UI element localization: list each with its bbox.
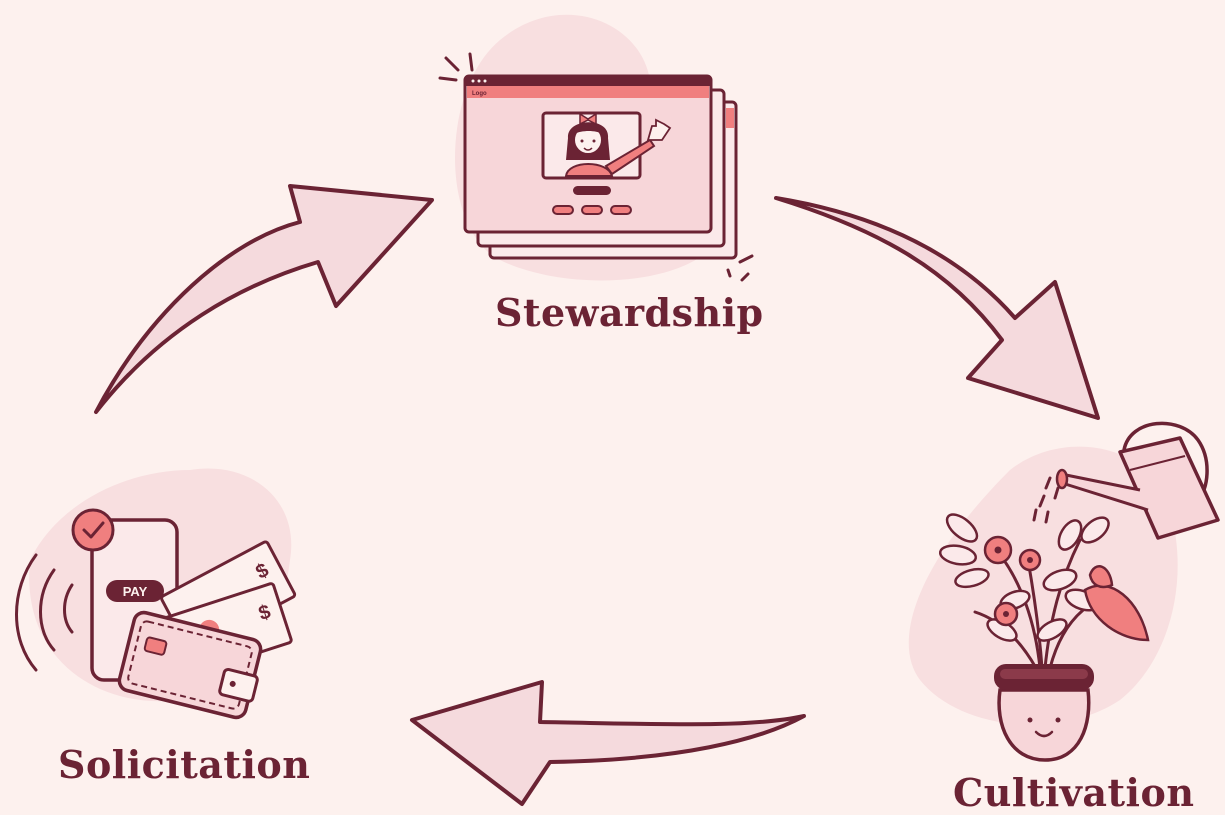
solicitation-label: Solicitation <box>58 742 311 787</box>
logo-text: Logo <box>472 91 487 97</box>
stewardship-label: Stewardship <box>495 290 764 335</box>
arrow-solicitation-to-stewardship <box>94 184 434 414</box>
spark-lines-icon <box>438 52 754 282</box>
arrow-cultivation-to-solicitation <box>410 680 806 806</box>
contactless-signal-icon <box>15 553 74 672</box>
arrow-stewardship-to-cultivation <box>774 196 1100 420</box>
cultivation-label: Cultivation <box>953 770 1195 815</box>
stewardship-illustration: Logo <box>438 52 754 282</box>
pay-button-text: PAY <box>123 584 148 599</box>
solicitation-illustration: PAY $ $ <box>15 508 297 720</box>
cultivation-illustration <box>938 421 1220 762</box>
watering-can-icon <box>1055 421 1220 540</box>
